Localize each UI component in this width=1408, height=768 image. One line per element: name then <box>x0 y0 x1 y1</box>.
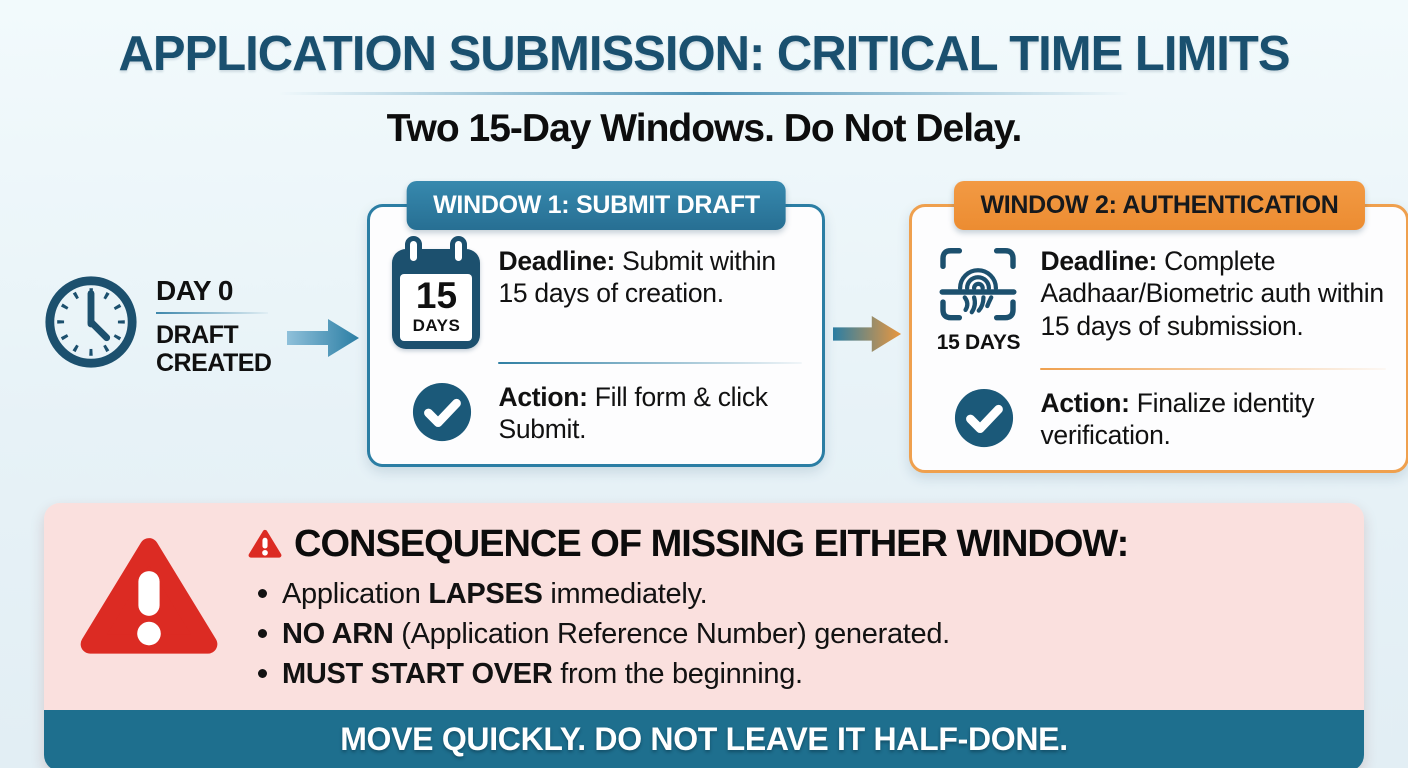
check-circle-icon <box>413 382 472 442</box>
window2-duration-label: 15 DAYS <box>936 331 1021 354</box>
warning-triangle-icon <box>80 537 218 654</box>
window2-card: 15 DAYS Deadline: Complete Aadhaar/Biome… <box>909 204 1408 473</box>
window1-deadline-row: 15 DAYS Deadline: Submit within 15 days … <box>392 236 802 349</box>
consequence-content: CONSEQUENCE OF MISSING EITHER WINDOW: Ap… <box>248 521 1129 694</box>
window2-deadline-text: Deadline: Complete Aadhaar/Biometric aut… <box>1040 246 1384 341</box>
window2-deadline-row: 15 DAYS Deadline: Complete Aadhaar/Biome… <box>934 243 1386 355</box>
calendar-ring <box>405 236 423 266</box>
window1-header: WINDOW 1: SUBMIT DRAFT <box>407 181 786 230</box>
calendar-ring <box>450 236 468 266</box>
warning-triangle-icon <box>248 529 282 558</box>
day0-label: DAY 0 <box>156 275 233 306</box>
window2-section: WINDOW 2: AUTHENTICATION <box>909 181 1408 473</box>
clock-icon <box>45 276 137 368</box>
arrow-right-icon <box>833 316 902 352</box>
window2-action-row: Action: Finalize identity verification. <box>934 385 1386 452</box>
window1-divider <box>498 362 803 364</box>
consequence-heading: CONSEQUENCE OF MISSING EITHER WINDOW: <box>294 522 1129 565</box>
window2-header: WINDOW 2: AUTHENTICATION <box>954 181 1365 230</box>
day0-group: DAY 0 DRAFT CREATED <box>42 273 272 377</box>
calendar-number: 15 <box>415 275 458 316</box>
list-item: MUST START OVER from the beginning. <box>248 654 1128 694</box>
consequence-body: CONSEQUENCE OF MISSING EITHER WINDOW: Ap… <box>44 502 1364 710</box>
arrow-right-icon <box>287 319 360 357</box>
draft-created-label: DRAFT CREATED <box>156 321 272 377</box>
window1-action-row: Action: Fill form & click Submit. <box>392 379 802 446</box>
infographic-canvas: APPLICATION SUBMISSION: CRITICAL TIME LI… <box>0 26 1408 768</box>
check-circle-icon <box>955 388 1014 448</box>
window1-action-text: Action: Fill form & click Submit. <box>498 382 768 445</box>
window2-icon-col: 15 DAYS <box>934 243 1022 355</box>
window1-card: 15 DAYS Deadline: Submit within 15 days … <box>367 204 826 467</box>
day0-text: DAY 0 DRAFT CREATED <box>156 273 272 377</box>
calendar-icon: 15 DAYS <box>392 236 481 349</box>
consequence-heading-row: CONSEQUENCE OF MISSING EITHER WINDOW: <box>248 522 1129 566</box>
day0-underline <box>156 312 268 314</box>
page-title: APPLICATION SUBMISSION: CRITICAL TIME LI… <box>118 27 1291 81</box>
page-subtitle: Two 15-Day Windows. Do Not Delay. <box>386 107 1023 150</box>
window1-icon-col: 15 DAYS <box>392 236 481 349</box>
consequence-list: Application LAPSES immediately. NO ARN (… <box>248 574 1128 694</box>
fingerprint-scan-icon <box>939 248 1017 321</box>
footer-banner: MOVE QUICKLY. DO NOT LEAVE IT HALF-DONE. <box>44 709 1364 768</box>
list-item: Application LAPSES immediately. <box>248 574 1128 614</box>
title-divider <box>279 92 1129 95</box>
window1-section: WINDOW 1: SUBMIT DRAFT 15 DAYS Dea <box>367 181 826 467</box>
timeline-row: DAY 0 DRAFT CREATED WINDOW 1: SUBMIT DRA… <box>0 181 1408 473</box>
window2-action-text: Action: Finalize identity verification. <box>1040 388 1315 451</box>
list-item: NO ARN (Application Reference Number) ge… <box>248 614 1128 654</box>
window2-divider <box>1040 368 1387 370</box>
calendar-unit: DAYS <box>412 315 461 335</box>
window2-check-col <box>934 385 1022 449</box>
window1-check-col <box>392 379 480 443</box>
consequence-panel: CONSEQUENCE OF MISSING EITHER WINDOW: Ap… <box>44 502 1364 768</box>
calendar-face: 15 DAYS <box>400 274 473 341</box>
window1-deadline-text: Deadline: Submit within 15 days of creat… <box>498 246 776 309</box>
